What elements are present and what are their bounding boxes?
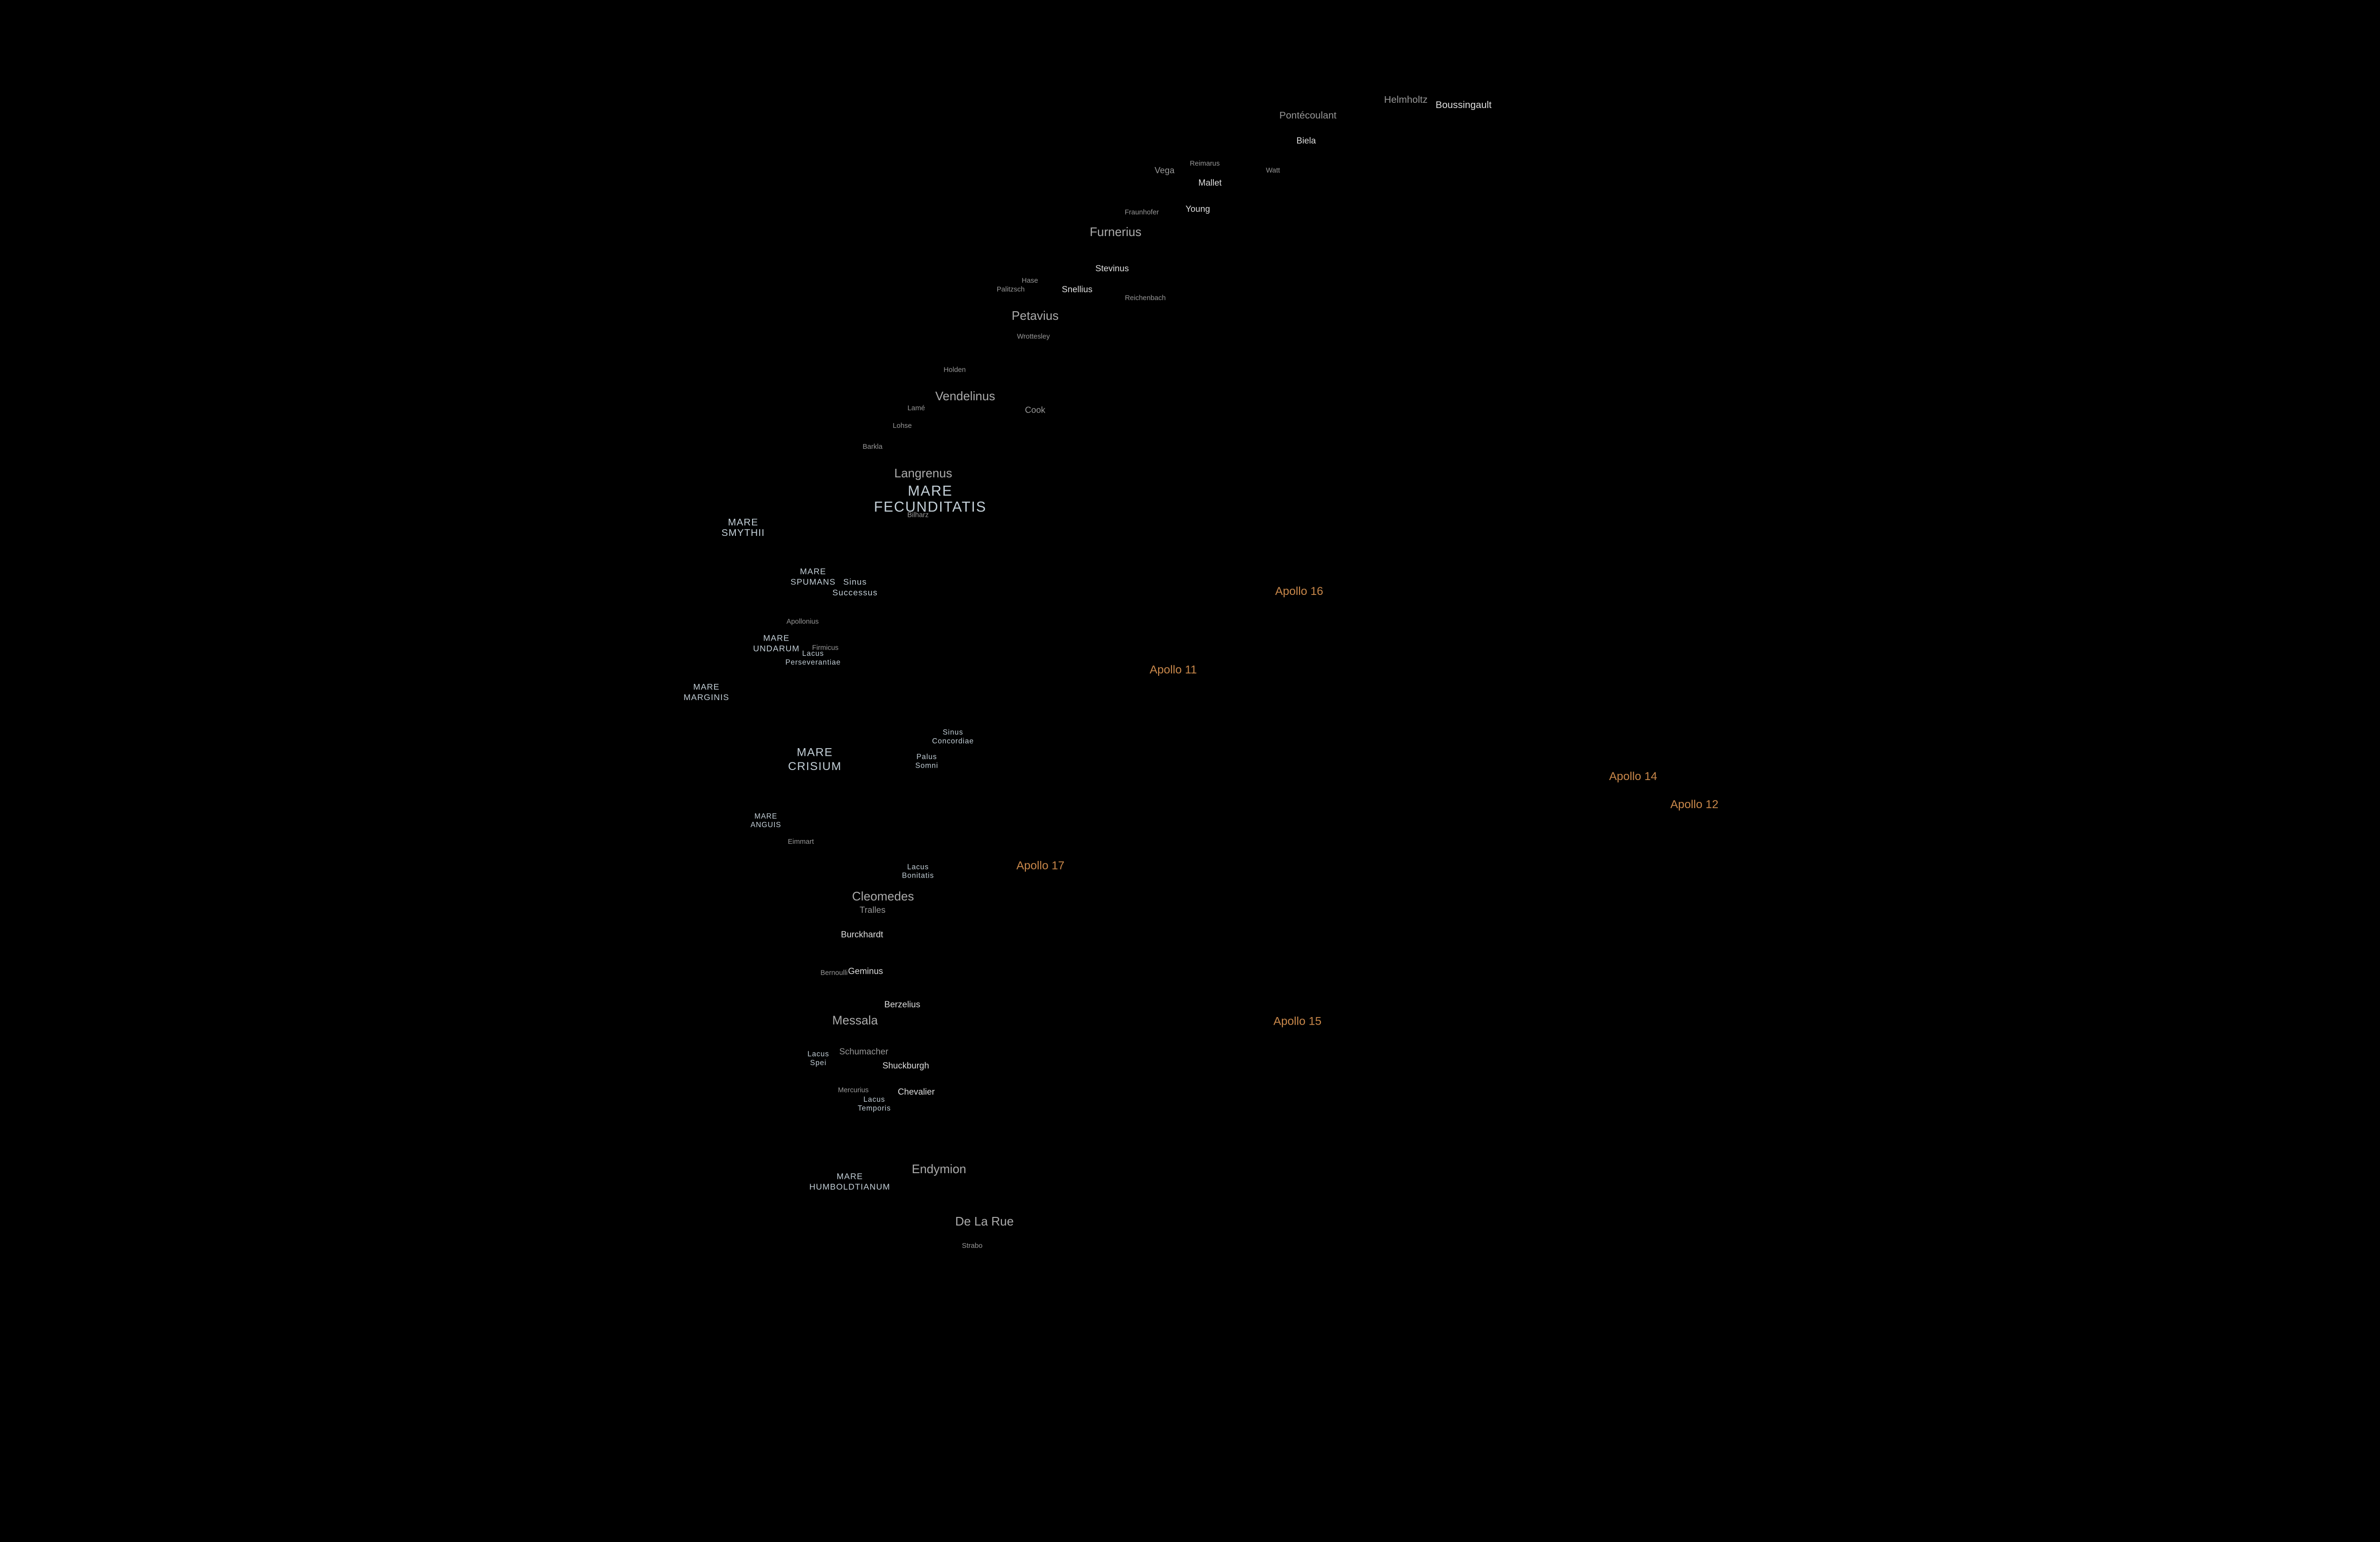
map-label-messala: Messala xyxy=(832,1016,878,1028)
map-label-eimmart: Eimmart xyxy=(788,837,814,846)
map-label-apollo-11: Apollo 11 xyxy=(1150,664,1197,677)
map-label-mare-humboldtianum: MARE HUMBOLDTIANUM xyxy=(809,1174,891,1193)
map-label-petavius: Petavius xyxy=(1012,311,1059,324)
map-label-berzelius: Berzelius xyxy=(884,1000,921,1011)
map-label-burckhardt: Burckhardt xyxy=(841,930,883,941)
map-label-apollo-14: Apollo 14 xyxy=(1609,771,1657,784)
map-label-mare-undarum: MARE UNDARUM xyxy=(753,635,800,654)
map-label-lacus-temporis: Lacus Temporis xyxy=(857,1095,891,1112)
map-label-lohse: Lohse xyxy=(892,421,912,430)
map-label-strabo: Strabo xyxy=(962,1241,983,1250)
map-label-stevinus: Stevinus xyxy=(1095,264,1129,275)
map-label-watt: Watt xyxy=(1266,165,1280,175)
map-label-reichenbach: Reichenbach xyxy=(1125,293,1166,302)
map-label-vega: Vega xyxy=(1154,166,1175,177)
map-label-lacus-perseverantiae: Lacus Perseverantiae xyxy=(785,649,841,666)
map-label-boussingault: Boussingault xyxy=(1435,101,1492,112)
map-label-endymion: Endymion xyxy=(912,1164,966,1177)
map-label-mare-crisium: MARE CRISIUM xyxy=(788,747,842,773)
map-label-wrottesley: Wrottesley xyxy=(1017,331,1050,341)
map-label-mare-fecunditatis: MARE FECUNDITATIS xyxy=(874,484,987,516)
map-label-reimarus: Reimarus xyxy=(1190,158,1220,168)
map-label-chevalier: Chevalier xyxy=(898,1087,935,1098)
map-label-young: Young xyxy=(1185,205,1210,216)
map-label-lacus-spei: Lacus Spei xyxy=(807,1049,830,1067)
map-label-helmholtz: Helmholtz xyxy=(1384,96,1428,107)
map-label-bernoulli: Bernoulli xyxy=(820,968,848,977)
map-label-pont-coulant: Pontécoulant xyxy=(1279,111,1337,122)
map-label-mercurius: Mercurius xyxy=(838,1085,869,1094)
map-label-fraunhofer: Fraunhofer xyxy=(1124,208,1159,217)
map-label-palus-somni: Palus Somni xyxy=(915,752,939,770)
map-label-cook: Cook xyxy=(1025,405,1046,416)
map-label-apollo-16: Apollo 16 xyxy=(1275,586,1323,599)
map-label-sinus-successus: Sinus Successus xyxy=(832,579,878,598)
map-label-geminus: Geminus xyxy=(848,967,883,978)
map-label-lam: Lamé xyxy=(907,403,925,412)
map-label-de-la-rue: De La Rue xyxy=(955,1216,1014,1229)
map-label-apollo-17: Apollo 17 xyxy=(1016,860,1065,873)
map-label-barkla: Barkla xyxy=(863,442,883,451)
map-label-holden: Holden xyxy=(943,365,966,374)
map-label-mare-marginis: MARE MARGINIS xyxy=(684,684,730,703)
map-label-biela: Biela xyxy=(1296,136,1316,148)
map-label-mare-spumans: MARE SPUMANS xyxy=(790,569,836,588)
map-label-bilharz: Bilharz xyxy=(907,510,929,519)
map-label-palitzsch: Palitzsch xyxy=(996,284,1025,294)
map-label-hase: Hase xyxy=(1021,276,1038,285)
map-label-mallet: Mallet xyxy=(1198,178,1222,189)
map-label-tralles: Tralles xyxy=(859,906,886,917)
map-label-furnerius: Furnerius xyxy=(1090,227,1142,240)
map-label-mare-smythii: MARE SMYTHII xyxy=(721,518,765,541)
map-label-sinus-concordiae: Sinus Concordiae xyxy=(932,727,974,745)
map-label-apollonius: Apollonius xyxy=(786,616,819,626)
map-label-mare-anguis: MARE ANGUIS xyxy=(750,811,782,829)
map-label-cleomedes: Cleomedes xyxy=(852,891,914,904)
map-label-firmicus: Firmicus xyxy=(812,642,839,652)
map-label-schumacher: Schumacher xyxy=(839,1047,889,1058)
map-label-apollo-12: Apollo 12 xyxy=(1670,799,1719,812)
map-label-shuckburgh: Shuckburgh xyxy=(882,1061,929,1072)
map-label-langrenus: Langrenus xyxy=(894,468,952,481)
map-label-vendelinus: Vendelinus xyxy=(935,391,995,404)
map-label-snellius: Snellius xyxy=(1061,285,1093,296)
map-label-apollo-15: Apollo 15 xyxy=(1273,1016,1322,1028)
map-label-lacus-bonitatis: Lacus Bonitatis xyxy=(902,862,934,880)
